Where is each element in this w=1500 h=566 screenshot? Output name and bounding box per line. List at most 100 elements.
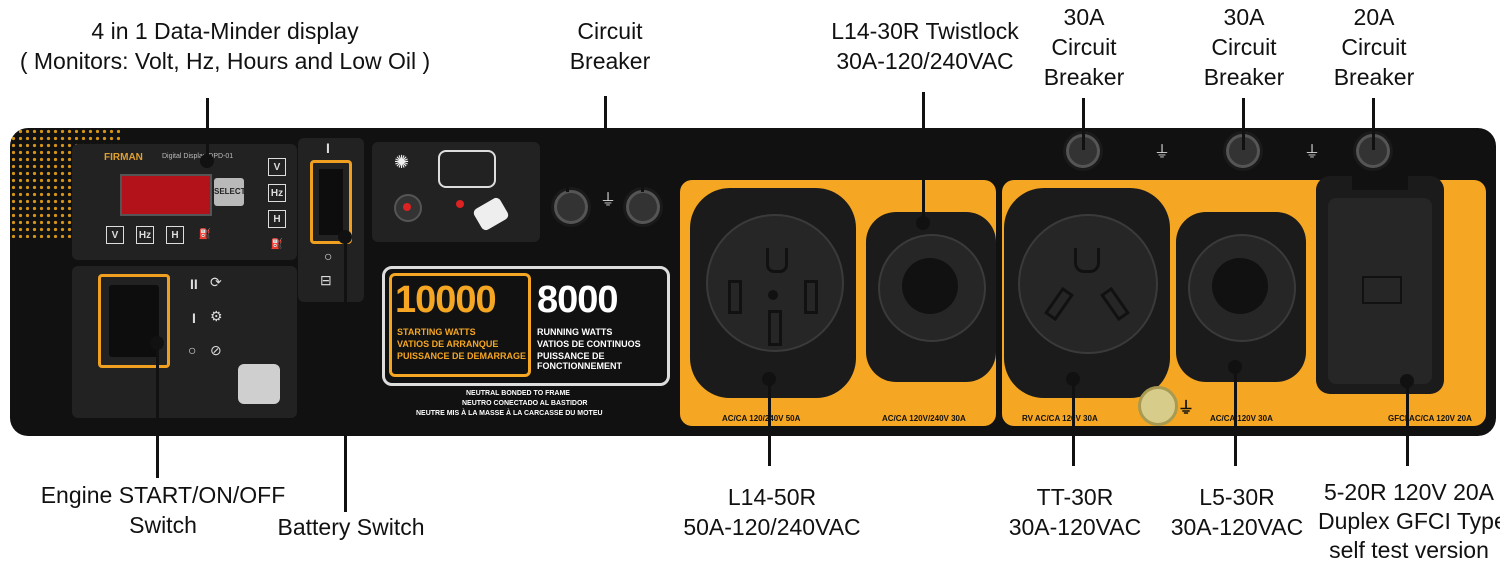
hz-key[interactable]: Hz — [136, 226, 154, 244]
callout-battery-switch: Battery Switch — [266, 512, 436, 542]
leader-circuit-breaker-left — [566, 152, 569, 192]
battery-off-mark: ○ — [324, 248, 333, 264]
starting-watts-en: STARTING WATTS — [397, 327, 476, 337]
l5-30r-outlet[interactable] — [1176, 212, 1306, 382]
running-watts-es: VATIOS DE CONTINUOS — [537, 339, 641, 349]
callout-breaker-30a-2-line3: Breaker — [1203, 64, 1285, 90]
starting-watts-frame — [389, 273, 531, 377]
callout-breaker-20a: 20A Circuit Breaker — [1324, 2, 1424, 92]
remote-start-panel: ✺ — [372, 142, 540, 242]
running-watts-en: RUNNING WATTS — [537, 327, 613, 337]
select-button[interactable]: SELECT — [214, 178, 246, 206]
callout-circuit-breaker-line1: Circuit — [577, 18, 643, 44]
engine-icon — [238, 364, 280, 404]
callout-tt-30r: TT-30R 30A-120VAC — [1000, 482, 1150, 542]
callout-engine-switch-line1: Engine START/ON/OFF — [40, 482, 286, 508]
battery-on-mark: I — [326, 140, 330, 156]
start-mark: II — [190, 276, 198, 292]
l14-50r-slot-right — [804, 280, 818, 314]
starting-watts-value: 10000 — [395, 279, 497, 321]
running-watts-value: 8000 — [537, 279, 619, 321]
callout-data-minder-line1: 4 in 1 Data-Minder display — [91, 18, 359, 44]
callout-data-minder-line2: ( Monitors: Volt, Hz, Hours and Low Oil … — [19, 48, 431, 74]
gfci-label: GFCI AC/CA 120V 20A — [1388, 414, 1472, 423]
gfci-test-buttons[interactable] — [1362, 276, 1402, 304]
ground-lug[interactable] — [1138, 386, 1178, 426]
generator-control-panel: FIRMAN Digital Display DPD-01 SELECT V H… — [10, 128, 1496, 436]
l14-50r-outlet[interactable] — [690, 188, 856, 398]
leader-gfci — [1406, 380, 1409, 466]
callout-breaker-30a-1-line3: Breaker — [1043, 64, 1125, 90]
leader-breaker-30a-2 — [1242, 98, 1245, 150]
gfci-duplex-outlet[interactable] — [1316, 176, 1444, 394]
starting-watts-es: VATIOS DE ARRANQUE — [397, 339, 499, 349]
battery-rocker-switch[interactable] — [319, 169, 343, 235]
callout-circuit-breaker-line2: Breaker — [569, 48, 651, 74]
breaker-symbol-icon: ⏚ — [600, 192, 617, 209]
remote-pairing-icon — [438, 150, 496, 188]
callout-l14-30r-line1: L14-30R Twistlock — [831, 18, 1019, 44]
callout-l5-30r: L5-30R 30A-120VAC — [1162, 482, 1312, 542]
leader-dot-engine-switch — [150, 336, 164, 350]
leader-tt-30r — [1072, 378, 1075, 466]
breaker-symbol-icon-2: ⏚ — [1154, 144, 1171, 161]
callout-l14-50r-line1: L14-50R — [727, 484, 817, 510]
callout-gfci-line2: Duplex GFCI Type — [1318, 508, 1500, 534]
leader-battery-switch — [344, 236, 347, 512]
side-oil-icon: ⛽ — [270, 239, 284, 250]
running-watts-fr: PUISSANCE DE FONCTIONNEMENT — [537, 351, 622, 371]
l14-50r-label: AC/CA 120/240V 50A — [722, 414, 801, 423]
hours-key[interactable]: H — [166, 226, 184, 244]
tt-30r-outlet[interactable] — [1004, 188, 1170, 398]
battery-switch-panel: I ○ ⊟ — [298, 138, 364, 302]
volt-key[interactable]: V — [106, 226, 124, 244]
l5-30r-twistlock-slots — [1212, 258, 1268, 314]
neutral-note-es: NEUTRO CONECTADO AL BASTIDOR — [462, 400, 588, 407]
on-mark: I — [192, 310, 196, 326]
leader-breaker-20a — [1372, 98, 1375, 150]
l5-30r-label: AC/CA 120V 30A — [1210, 414, 1273, 423]
callout-battery-switch-line1: Battery Switch — [277, 514, 425, 540]
callout-breaker-20a-line3: Breaker — [1333, 64, 1415, 90]
oil-icon: ⛽ — [198, 229, 212, 240]
callout-l14-30r-line2: 30A-120/240VAC — [836, 48, 1014, 74]
starting-watts-fr: PUISSANCE DE DEMARRAGE — [397, 351, 527, 361]
battery-icon: ⊟ — [320, 272, 332, 288]
leader-circuit-breaker — [604, 96, 607, 154]
callout-l5-30r-line1: L5-30R — [1199, 484, 1275, 510]
leader-dot-data-minder — [200, 154, 214, 168]
wattage-badge: 10000 STARTING WATTS VATIOS DE ARRANQUE … — [382, 266, 670, 386]
start-icon: ⟳ — [210, 274, 222, 290]
ground-icon: ⏚ — [1178, 400, 1195, 417]
callout-breaker-30a-1-line2: Circuit — [1051, 34, 1117, 60]
leader-l5-30r — [1234, 366, 1237, 466]
leader-circuit-breaker-right — [641, 152, 644, 192]
main-breaker-right[interactable] — [626, 190, 660, 224]
leader-dot-tt-30r — [1066, 372, 1080, 386]
callout-engine-switch: Engine START/ON/OFF Switch — [28, 480, 298, 540]
leader-data-minder — [206, 98, 209, 160]
tt-30r-face — [1018, 214, 1158, 354]
neutral-note-fr: NEUTRE MIS À LA MASSE À LA CARCASSE DU M… — [416, 410, 603, 417]
callout-breaker-20a-line2: Circuit — [1341, 34, 1407, 60]
remote-fob-icon — [472, 196, 510, 232]
callout-breaker-30a-2-line1: 30A — [1223, 4, 1265, 30]
callout-gfci: 5-20R 120V 20A Duplex GFCI Type self tes… — [1318, 478, 1500, 565]
callout-l5-30r-line2: 30A-120VAC — [1170, 514, 1304, 540]
l14-30r-twistlock-slots — [902, 258, 958, 314]
side-hours-indicator: H — [268, 210, 286, 228]
callout-tt-30r-line2: 30A-120VAC — [1008, 514, 1142, 540]
leader-dot-l14-50r — [762, 372, 776, 386]
l14-50r-slot-left — [728, 280, 742, 314]
led-readout — [120, 174, 212, 216]
stop-icon: ⊘ — [210, 342, 222, 358]
status-led — [403, 203, 411, 211]
callout-engine-switch-line2: Switch — [129, 512, 197, 538]
leader-breaker-30a-1 — [1082, 98, 1085, 150]
leader-circuit-breaker-bar — [566, 152, 644, 155]
callout-gfci-line1: 5-20R 120V 20A — [1323, 479, 1495, 505]
l14-30r-outlet[interactable] — [866, 212, 996, 382]
main-breaker-left[interactable] — [554, 190, 588, 224]
callout-breaker-20a-line1: 20A — [1353, 4, 1395, 30]
side-volt-indicator: V — [268, 158, 286, 176]
